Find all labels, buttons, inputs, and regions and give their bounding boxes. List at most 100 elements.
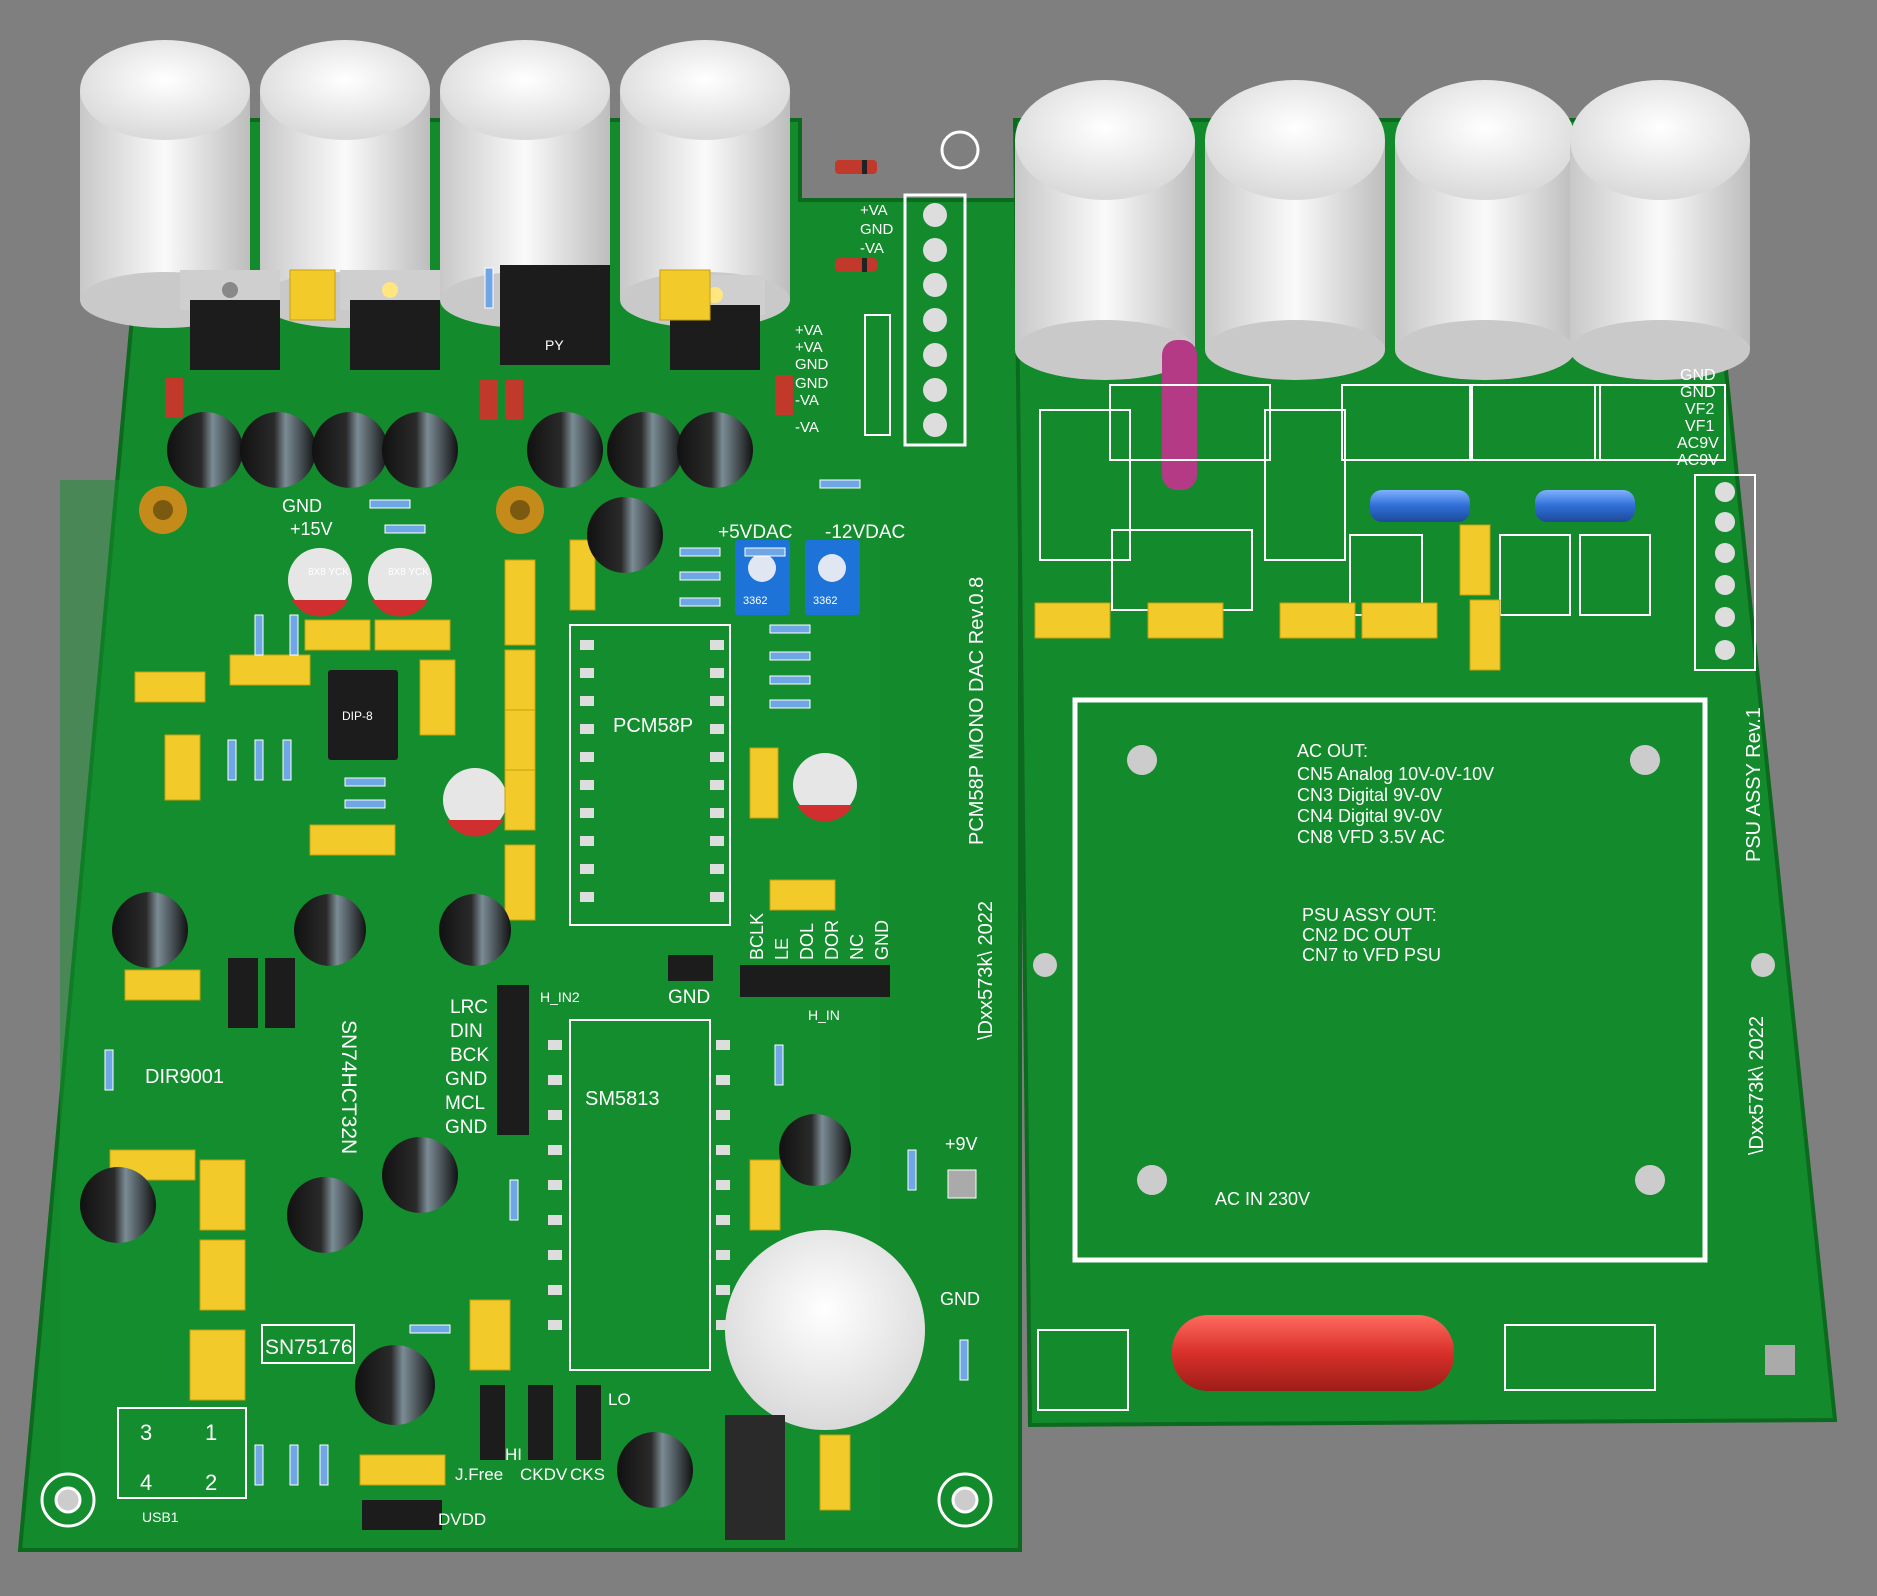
- jumper-label-hi: HI: [505, 1445, 522, 1464]
- usb-pin-1: 1: [205, 1420, 217, 1445]
- plus9v-pad: [947, 1169, 977, 1199]
- usb-footprint: [117, 1407, 247, 1499]
- psu-out-line-2: CN7 to VFD PSU: [1302, 945, 1441, 965]
- rail-label-gnd: GND: [282, 496, 322, 516]
- psu-out-title: PSU ASSY OUT:: [1302, 905, 1437, 925]
- h-in-dor: DOR: [822, 920, 842, 960]
- h-in2-ref: H_IN2: [540, 989, 580, 1005]
- cn7-label-4: VF1: [1685, 418, 1714, 435]
- right-board-title: PSU ASSY Rev.1: [1743, 707, 1765, 862]
- ac-out-lines: CN5 Analog 10V-0V-10V CN3 Digital 9V-0V …: [1297, 764, 1494, 847]
- rail-label-plus5vdac: +5VDAC: [718, 522, 792, 543]
- gold-pads: [139, 486, 544, 534]
- gnd-jumper: [668, 955, 713, 981]
- plus9v-label: +9V: [945, 1134, 978, 1154]
- dvdd-label: DVDD: [438, 1510, 486, 1529]
- cn7-label-3: VF2: [1685, 401, 1714, 418]
- rail-label-minus12vdac: -12VDAC: [825, 522, 905, 543]
- ac-out-line-2: CN3 Digital 9V-0V: [1297, 785, 1442, 805]
- i2s-header: [497, 985, 529, 1135]
- i2s-label-gnd-1: GND: [445, 1069, 487, 1090]
- i2s-label-gnd-2: GND: [445, 1117, 487, 1138]
- cn7-label-6: AC9V: [1677, 452, 1719, 469]
- lower-electrolytics: [80, 497, 851, 1508]
- dir9001-label: DIR9001: [145, 1066, 224, 1088]
- blue-power-resistor-2: [1535, 490, 1635, 522]
- trimmer-mark-2: 3362: [813, 595, 837, 607]
- sn75176-outline: [261, 1324, 355, 1364]
- usb-ref: USB1: [142, 1509, 179, 1525]
- h-in-labels: BCLK LE DOL DOR NC GND: [747, 913, 892, 960]
- left-board-credit: \Dxx573k\ 2022: [975, 901, 997, 1040]
- resistors-left: [104, 267, 969, 1486]
- film-capacitors-right: [1034, 524, 1501, 671]
- u1-labels: +VA +VA GND GND -VA -VA: [795, 322, 829, 436]
- h-in-gnd: GND: [872, 920, 892, 960]
- u1-footprint: [864, 314, 891, 436]
- i2s-labels: LRC DIN BCK GND MCL GND: [445, 997, 489, 1138]
- red-x-capacitor: [1172, 1315, 1454, 1391]
- large-capacitors-right: [1015, 80, 1750, 380]
- bottom-regulator: [725, 1415, 785, 1540]
- trimmers: [735, 540, 860, 615]
- sm5813-label: SM5813: [585, 1088, 660, 1110]
- smd-cap-mark-2: 8X8 YCK: [388, 567, 429, 578]
- rail-label-plus15v: +15V: [290, 519, 333, 539]
- ac-in-label: AC IN 230V: [1215, 1189, 1310, 1209]
- cn6-connector: [1037, 1329, 1129, 1411]
- right-board: GND GND VF2 VF1 AC9V AC9V AC OUT: CN5 An…: [1012, 80, 1838, 1428]
- h-in-header: [740, 965, 890, 997]
- left-board: PY +VA GND -VA F1 +VA +VA GND GND -VA -V…: [17, 40, 1022, 1552]
- u1-label-2: +VA: [795, 339, 823, 356]
- usb-pins: 3 1 4 2: [140, 1420, 217, 1495]
- cn7-label-1: GND: [1680, 367, 1716, 384]
- ac-out-title: AC OUT:: [1297, 741, 1368, 761]
- left-board-title: PCM58P MONO DAC Rev.0.8: [966, 577, 988, 845]
- ac-out-line-3: CN4 Digital 9V-0V: [1297, 806, 1442, 826]
- i2s-label-lrc: LRC: [450, 997, 488, 1018]
- cn1-label-2: GND: [860, 221, 894, 238]
- sm5813-footprint: [548, 1019, 730, 1371]
- gnd-pad-label: GND: [940, 1289, 980, 1309]
- h-in-nc: NC: [847, 934, 867, 960]
- mounting-holes-left: [40, 130, 993, 1528]
- pcm58p-label: PCM58P: [613, 715, 693, 737]
- h-in-bclk: BCLK: [747, 913, 767, 960]
- jumper-label-lo: LO: [608, 1390, 631, 1409]
- sn74hct32n-label: SN74HCT32N: [337, 1020, 360, 1154]
- sn75176-label: SN75176: [265, 1336, 353, 1359]
- smd-electrolytics: [288, 548, 857, 837]
- i2s-label-din: DIN: [450, 1021, 483, 1042]
- transformer-footprint: [1033, 697, 1775, 1263]
- right-board-credit: \Dxx573k\ 2022: [1746, 1016, 1768, 1155]
- cn7-labels: GND GND VF2 VF1 AC9V AC9V: [1677, 367, 1719, 469]
- opamp-chip: [328, 670, 398, 760]
- h-in-ref: H_IN: [808, 1007, 840, 1023]
- usb-pin-3: 3: [140, 1420, 152, 1445]
- jumper-label-cks: CKS: [570, 1465, 605, 1484]
- smd-cap-mark-1: 8X8 YCK: [308, 567, 349, 578]
- regulator-mark: PY: [545, 337, 564, 353]
- j14-pad: [1765, 1345, 1795, 1375]
- i2s-label-mcl: MCL: [445, 1093, 485, 1114]
- trimmer-mark-1: 3362: [743, 595, 767, 607]
- h-in-le: LE: [772, 938, 792, 960]
- film-capacitors-left: [109, 269, 851, 1511]
- jumper-labels: J.Free CKDV CKS LO HI: [455, 1390, 631, 1484]
- u1-label-6: -VA: [795, 419, 819, 436]
- usb-pin-2: 2: [205, 1470, 217, 1495]
- pcm58p-footprint: [569, 624, 731, 926]
- ac-out-line-1: CN5 Analog 10V-0V-10V: [1297, 764, 1494, 784]
- cn1-connector: [903, 193, 967, 447]
- cn1-label-1: +VA: [860, 202, 888, 219]
- small-electrolytics-row: [167, 412, 753, 488]
- diodes-top: [165, 160, 877, 420]
- voltage-regulators: [180, 265, 765, 370]
- u1-label-5: -VA: [795, 392, 819, 409]
- psu-out-line-1: CN2 DC OUT: [1302, 925, 1412, 945]
- cn7-pads: [1715, 482, 1735, 660]
- h-in-dol: DOL: [797, 923, 817, 960]
- blue-power-resistor-1: [1370, 490, 1470, 522]
- u1-label-4: GND: [795, 375, 829, 392]
